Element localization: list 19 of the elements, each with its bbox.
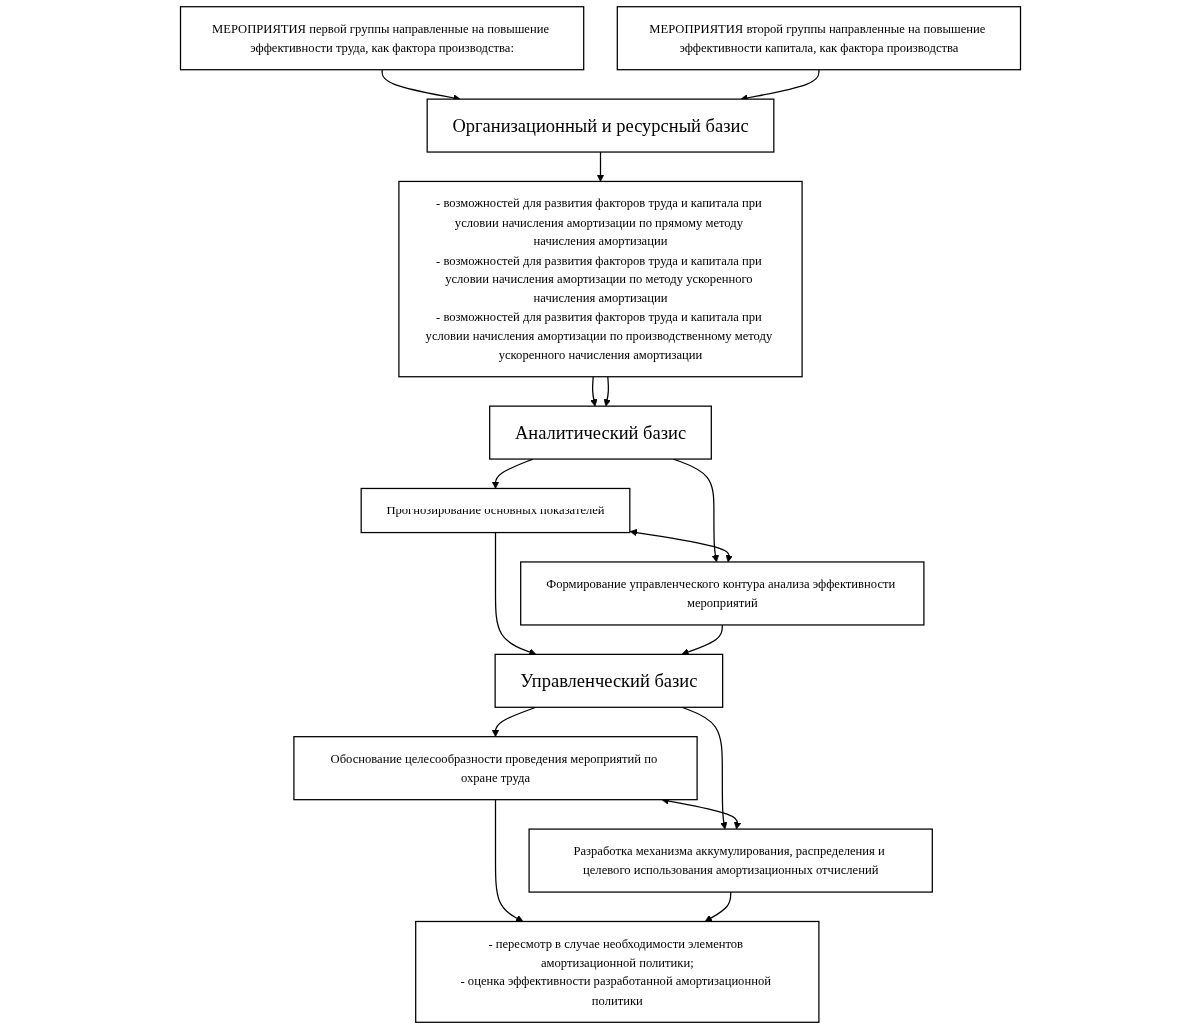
node-box: Обоснование целесообразности проведения мероприятий по охране труда <box>293 736 698 801</box>
node-box: Аналитический базис <box>489 405 712 460</box>
arrow <box>590 376 598 407</box>
arrow <box>629 528 733 563</box>
node-box: - пересмотр в случае необходимости элементов амортизационной политики; - оценка эффективности разработанной амортизационной политики <box>415 920 820 1023</box>
arrow <box>603 376 611 407</box>
arrow <box>494 531 537 656</box>
arrow <box>704 891 732 922</box>
node-box: Разработка механизма аккумулирования, распределения и целевого использования амортизационных отчислений <box>528 828 933 893</box>
node-box: Формирование управленческого контура анализа эффективности мероприятий <box>520 561 925 626</box>
node-box: МЕРОПРИЯТИЯ второй группы направленные на повышение эффективности капитала, как фактора производства <box>616 6 1022 71</box>
arrow <box>681 624 723 656</box>
arrow <box>596 151 605 182</box>
node-box: Управленческий базис <box>494 653 724 708</box>
node-box: МЕРОПРИЯТИЯ первой группы направленные на повышение эффективности труда, как фактора производства: <box>179 6 585 71</box>
node-box: Организационный и ресурсный базис <box>426 98 775 153</box>
node-box: Прогнозирование основных показателей <box>360 487 631 534</box>
arrow <box>494 799 524 922</box>
node-box: - возможностей для развития факторов труда и капитала при условии начисления амортизации по прямому методу начисления амортизации - возможностей для развития факторов труда и капитала при условии начисления амортизации по методу ускоренного начисления амортизации - возможностей для развития факторов труда и капитала при условии начисления амортизации по производственному методу ускоренного начисления амортизации <box>398 180 803 378</box>
